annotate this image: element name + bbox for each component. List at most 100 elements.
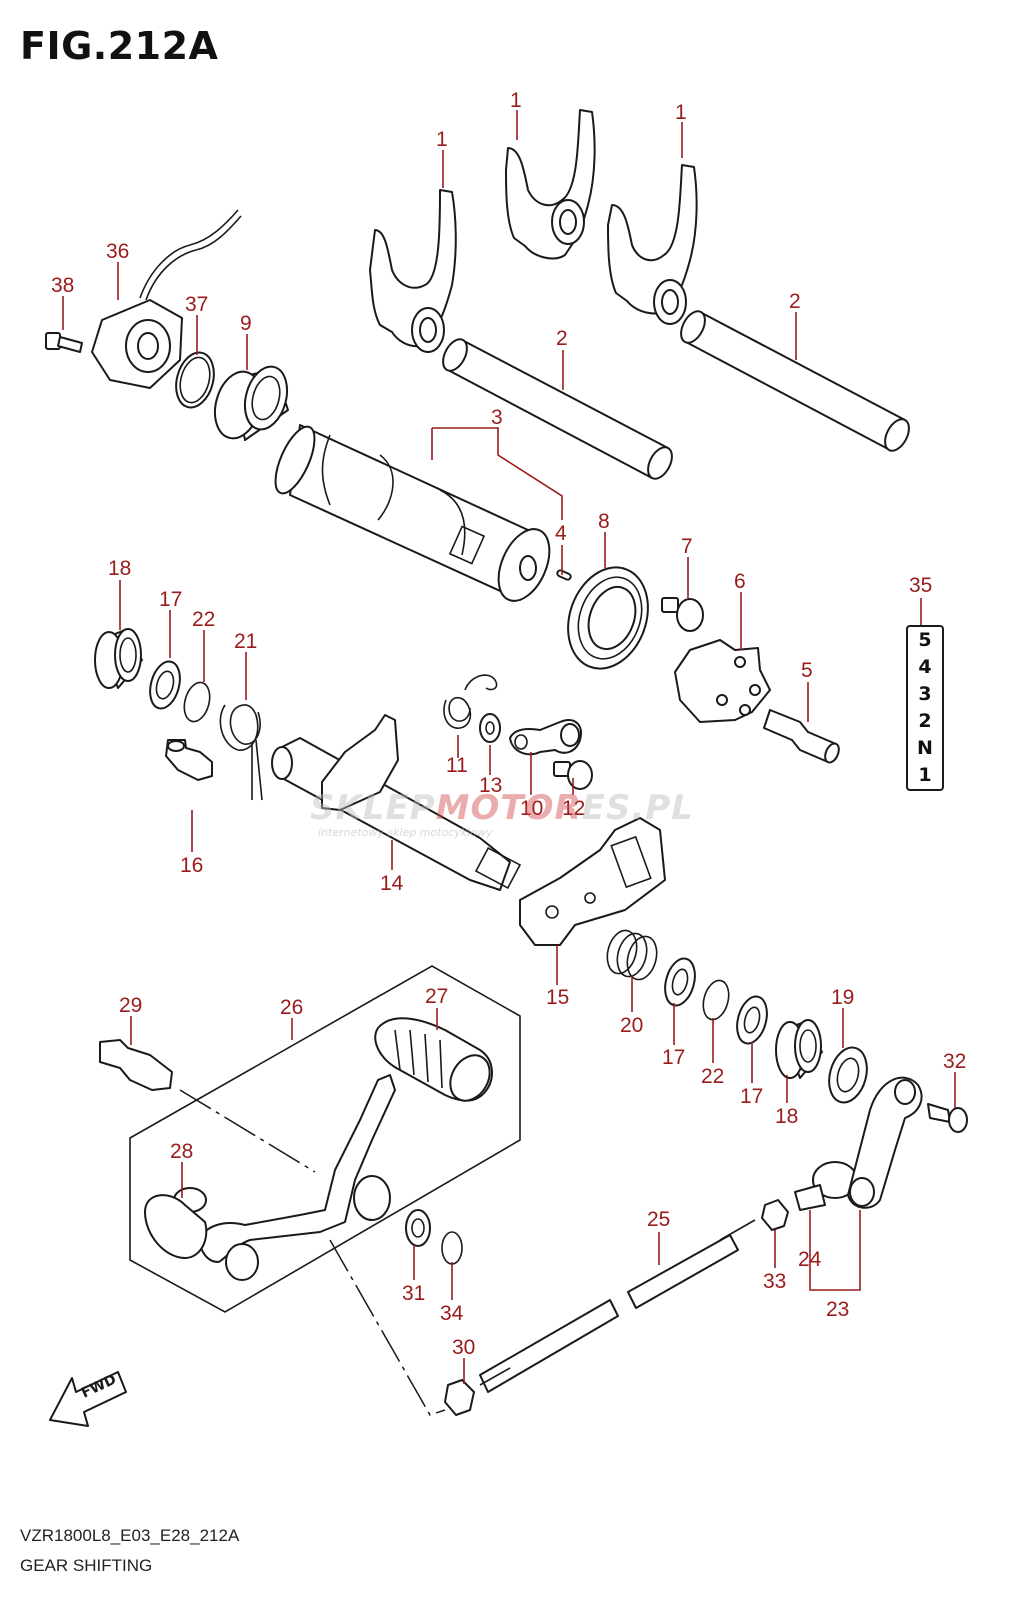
callout-1[interactable]: 1: [510, 89, 522, 112]
callout-12[interactable]: 12: [562, 797, 585, 820]
pedal-circlip[interactable]: [441, 1231, 463, 1265]
callout-29[interactable]: 29: [119, 994, 142, 1017]
sensor-o-ring[interactable]: [170, 348, 219, 411]
callout-13[interactable]: 13: [479, 774, 502, 797]
circlip-right[interactable]: [699, 978, 733, 1023]
callout-14[interactable]: 14: [380, 872, 404, 895]
callout-33[interactable]: 33: [763, 1270, 786, 1293]
callout-15[interactable]: 15: [546, 986, 569, 1009]
callout-38[interactable]: 38: [51, 274, 74, 297]
callout-30[interactable]: 30: [452, 1336, 475, 1359]
gearshift-cam-plate[interactable]: [674, 639, 771, 723]
watermark-part-a: SKLEP: [310, 788, 436, 828]
gear-position-indicator[interactable]: 5 4 3 2 N 1: [906, 625, 944, 791]
spring-washer[interactable]: [479, 713, 501, 743]
callout-1[interactable]: 1: [675, 101, 687, 124]
callout-6[interactable]: 6: [734, 570, 746, 593]
callout-9[interactable]: 9: [240, 312, 252, 335]
callout-35[interactable]: 35: [909, 574, 932, 597]
figure-name: GEAR SHIFTING: [20, 1556, 153, 1575]
callout-7[interactable]: 7: [681, 535, 693, 558]
pedal-washer[interactable]: [405, 1209, 431, 1247]
callout-32[interactable]: 32: [943, 1050, 966, 1073]
callout-5[interactable]: 5: [801, 659, 813, 682]
callout-34[interactable]: 34: [440, 1302, 464, 1325]
gearshift-lever-assembly-outline: [129, 965, 521, 1313]
rod-lock-nut-upper[interactable]: [761, 1199, 789, 1231]
plate-return-spring[interactable]: [603, 927, 661, 983]
callout-20[interactable]: 20: [620, 1014, 643, 1037]
callout-25[interactable]: 25: [647, 1208, 670, 1231]
callout-36[interactable]: 36: [106, 240, 129, 263]
gear-position-sensor[interactable]: [91, 209, 242, 389]
callout-24[interactable]: 24: [798, 1248, 822, 1271]
shaft-needle-bearing-right[interactable]: [775, 1019, 823, 1079]
gear-position-1: 1: [918, 764, 932, 786]
shaft-spring-small[interactable]: [443, 674, 498, 729]
gearshift-cam-drum[interactable]: [268, 421, 560, 608]
washer-left[interactable]: [145, 658, 184, 712]
circlip-left[interactable]: [180, 680, 214, 725]
washer-right-1[interactable]: [660, 955, 699, 1009]
callout-22[interactable]: 22: [701, 1065, 724, 1088]
callout-37[interactable]: 37: [185, 293, 208, 316]
drum-pin[interactable]: [556, 569, 572, 581]
callout-4[interactable]: 4: [555, 522, 567, 545]
gearshift-plate[interactable]: [519, 817, 666, 946]
shift-fork-left[interactable]: [369, 189, 457, 353]
pedal-pivot-bolt[interactable]: [99, 1039, 173, 1091]
gearshift-lever[interactable]: [199, 1074, 396, 1281]
drum-needle-bearing[interactable]: [208, 362, 294, 444]
callout-11[interactable]: 11: [446, 754, 468, 777]
cam-stopper-pin[interactable]: [763, 709, 842, 765]
callout-21[interactable]: 21: [234, 630, 257, 653]
callout-26[interactable]: 26: [280, 996, 303, 1019]
callout-2[interactable]: 2: [789, 290, 801, 313]
gearshift-pedal-rubber[interactable]: [374, 1017, 497, 1107]
callout-23[interactable]: 23: [826, 1298, 849, 1321]
callout-22[interactable]: 22: [192, 608, 215, 631]
cam-stopper-bolt[interactable]: [661, 597, 704, 632]
callout-leaders: [62, 110, 956, 1384]
callout-8[interactable]: 8: [598, 510, 610, 533]
callout-1[interactable]: 1: [436, 128, 448, 151]
gearshift-arm-stopper[interactable]: [165, 739, 213, 781]
callout-18[interactable]: 18: [108, 557, 131, 580]
callout-27[interactable]: 27: [425, 985, 448, 1008]
pedal-bushing[interactable]: [144, 1187, 208, 1259]
callout-31[interactable]: 31: [402, 1282, 425, 1305]
link-arm-bolt[interactable]: [927, 1103, 968, 1133]
rod-lock-nut-lower[interactable]: [444, 1379, 475, 1416]
callout-2[interactable]: 2: [556, 327, 568, 350]
shaft-needle-bearing-left[interactable]: [94, 628, 143, 689]
lever-bolt[interactable]: [553, 760, 593, 790]
callout-18[interactable]: 18: [775, 1105, 798, 1128]
gearshift-link-rod[interactable]: [479, 1219, 756, 1393]
watermark: SKLEPMOTORES.PL: [310, 788, 694, 828]
callout-16[interactable]: 16: [180, 854, 203, 877]
gear-position-4: 4: [918, 656, 932, 678]
washer-right-2[interactable]: [732, 993, 771, 1047]
shift-fork-center[interactable]: [505, 109, 596, 260]
oil-seal[interactable]: [823, 1043, 872, 1106]
callout-17[interactable]: 17: [662, 1046, 685, 1069]
callout-10[interactable]: 10: [520, 797, 543, 820]
gearshift-link-arm[interactable]: [847, 1076, 923, 1209]
figure-title: FIG.212A: [20, 24, 219, 68]
fork-shaft-1[interactable]: [438, 335, 677, 482]
fork-shaft-2[interactable]: [676, 307, 914, 454]
callout-17[interactable]: 17: [159, 588, 182, 611]
callout-17[interactable]: 17: [740, 1085, 763, 1108]
gearshift-pawl-lever[interactable]: [509, 719, 582, 756]
callout-3[interactable]: 3: [491, 406, 503, 429]
gearshift-shaft[interactable]: [271, 714, 522, 891]
callout-28[interactable]: 28: [170, 1140, 193, 1163]
sensor-mounting-bolt[interactable]: [45, 332, 83, 353]
shift-fork-right[interactable]: [607, 164, 698, 325]
rod-end-joint[interactable]: [794, 1161, 858, 1211]
shaft-return-spring[interactable]: [219, 704, 263, 801]
figure-code: VZR1800L8_E03_E28_212A: [20, 1526, 240, 1545]
shift-drum-bearing[interactable]: [555, 556, 662, 680]
callout-19[interactable]: 19: [831, 986, 854, 1009]
